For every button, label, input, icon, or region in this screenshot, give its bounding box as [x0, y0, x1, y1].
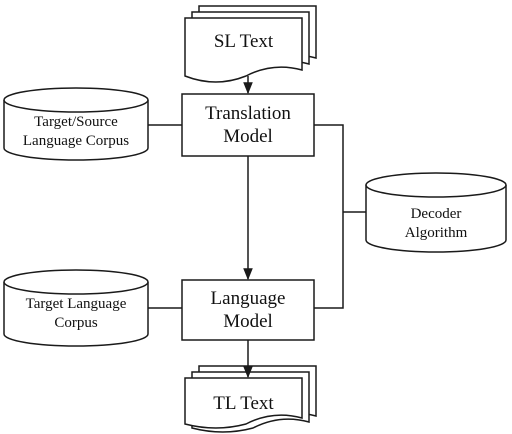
decoder-label: Decoder Algorithm	[366, 205, 506, 243]
decoder-line2: Algorithm	[404, 225, 468, 241]
connector-translation-to-decoder	[314, 124, 344, 309]
translation-model-label: Translation Model	[182, 102, 314, 148]
decoder-cylinder	[365, 172, 507, 253]
tl-text-label: TL Text	[213, 393, 274, 414]
tl-text-document-stack	[184, 365, 317, 433]
language-model-line2: Model	[223, 311, 273, 332]
language-model-label: Language Model	[182, 287, 314, 333]
sl-text-label: SL Text	[213, 31, 274, 52]
tl-corpus-line1: Target Language	[25, 296, 127, 312]
sl-text-document-stack	[184, 5, 317, 83]
translation-model-line1: Translation	[205, 103, 291, 124]
translation-model-line2: Model	[223, 126, 273, 147]
ts-corpus-line2: Language Corpus	[22, 133, 130, 149]
decoder-line1: Decoder	[410, 206, 462, 222]
tl-corpus-cylinder	[3, 269, 149, 347]
tl-corpus-line2: Corpus	[54, 315, 98, 331]
ts-corpus-label: Target/Source Language Corpus	[4, 113, 148, 151]
ts-corpus-line1: Target/Source	[34, 114, 118, 130]
language-model-line1: Language	[210, 288, 286, 309]
ts-corpus-cylinder	[3, 87, 149, 161]
tl-corpus-label: Target Language Corpus	[4, 295, 148, 333]
